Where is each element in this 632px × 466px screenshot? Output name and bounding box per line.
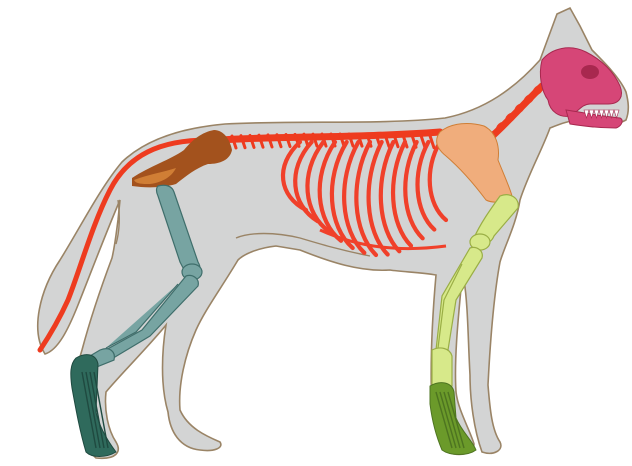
eye-socket — [581, 65, 599, 79]
